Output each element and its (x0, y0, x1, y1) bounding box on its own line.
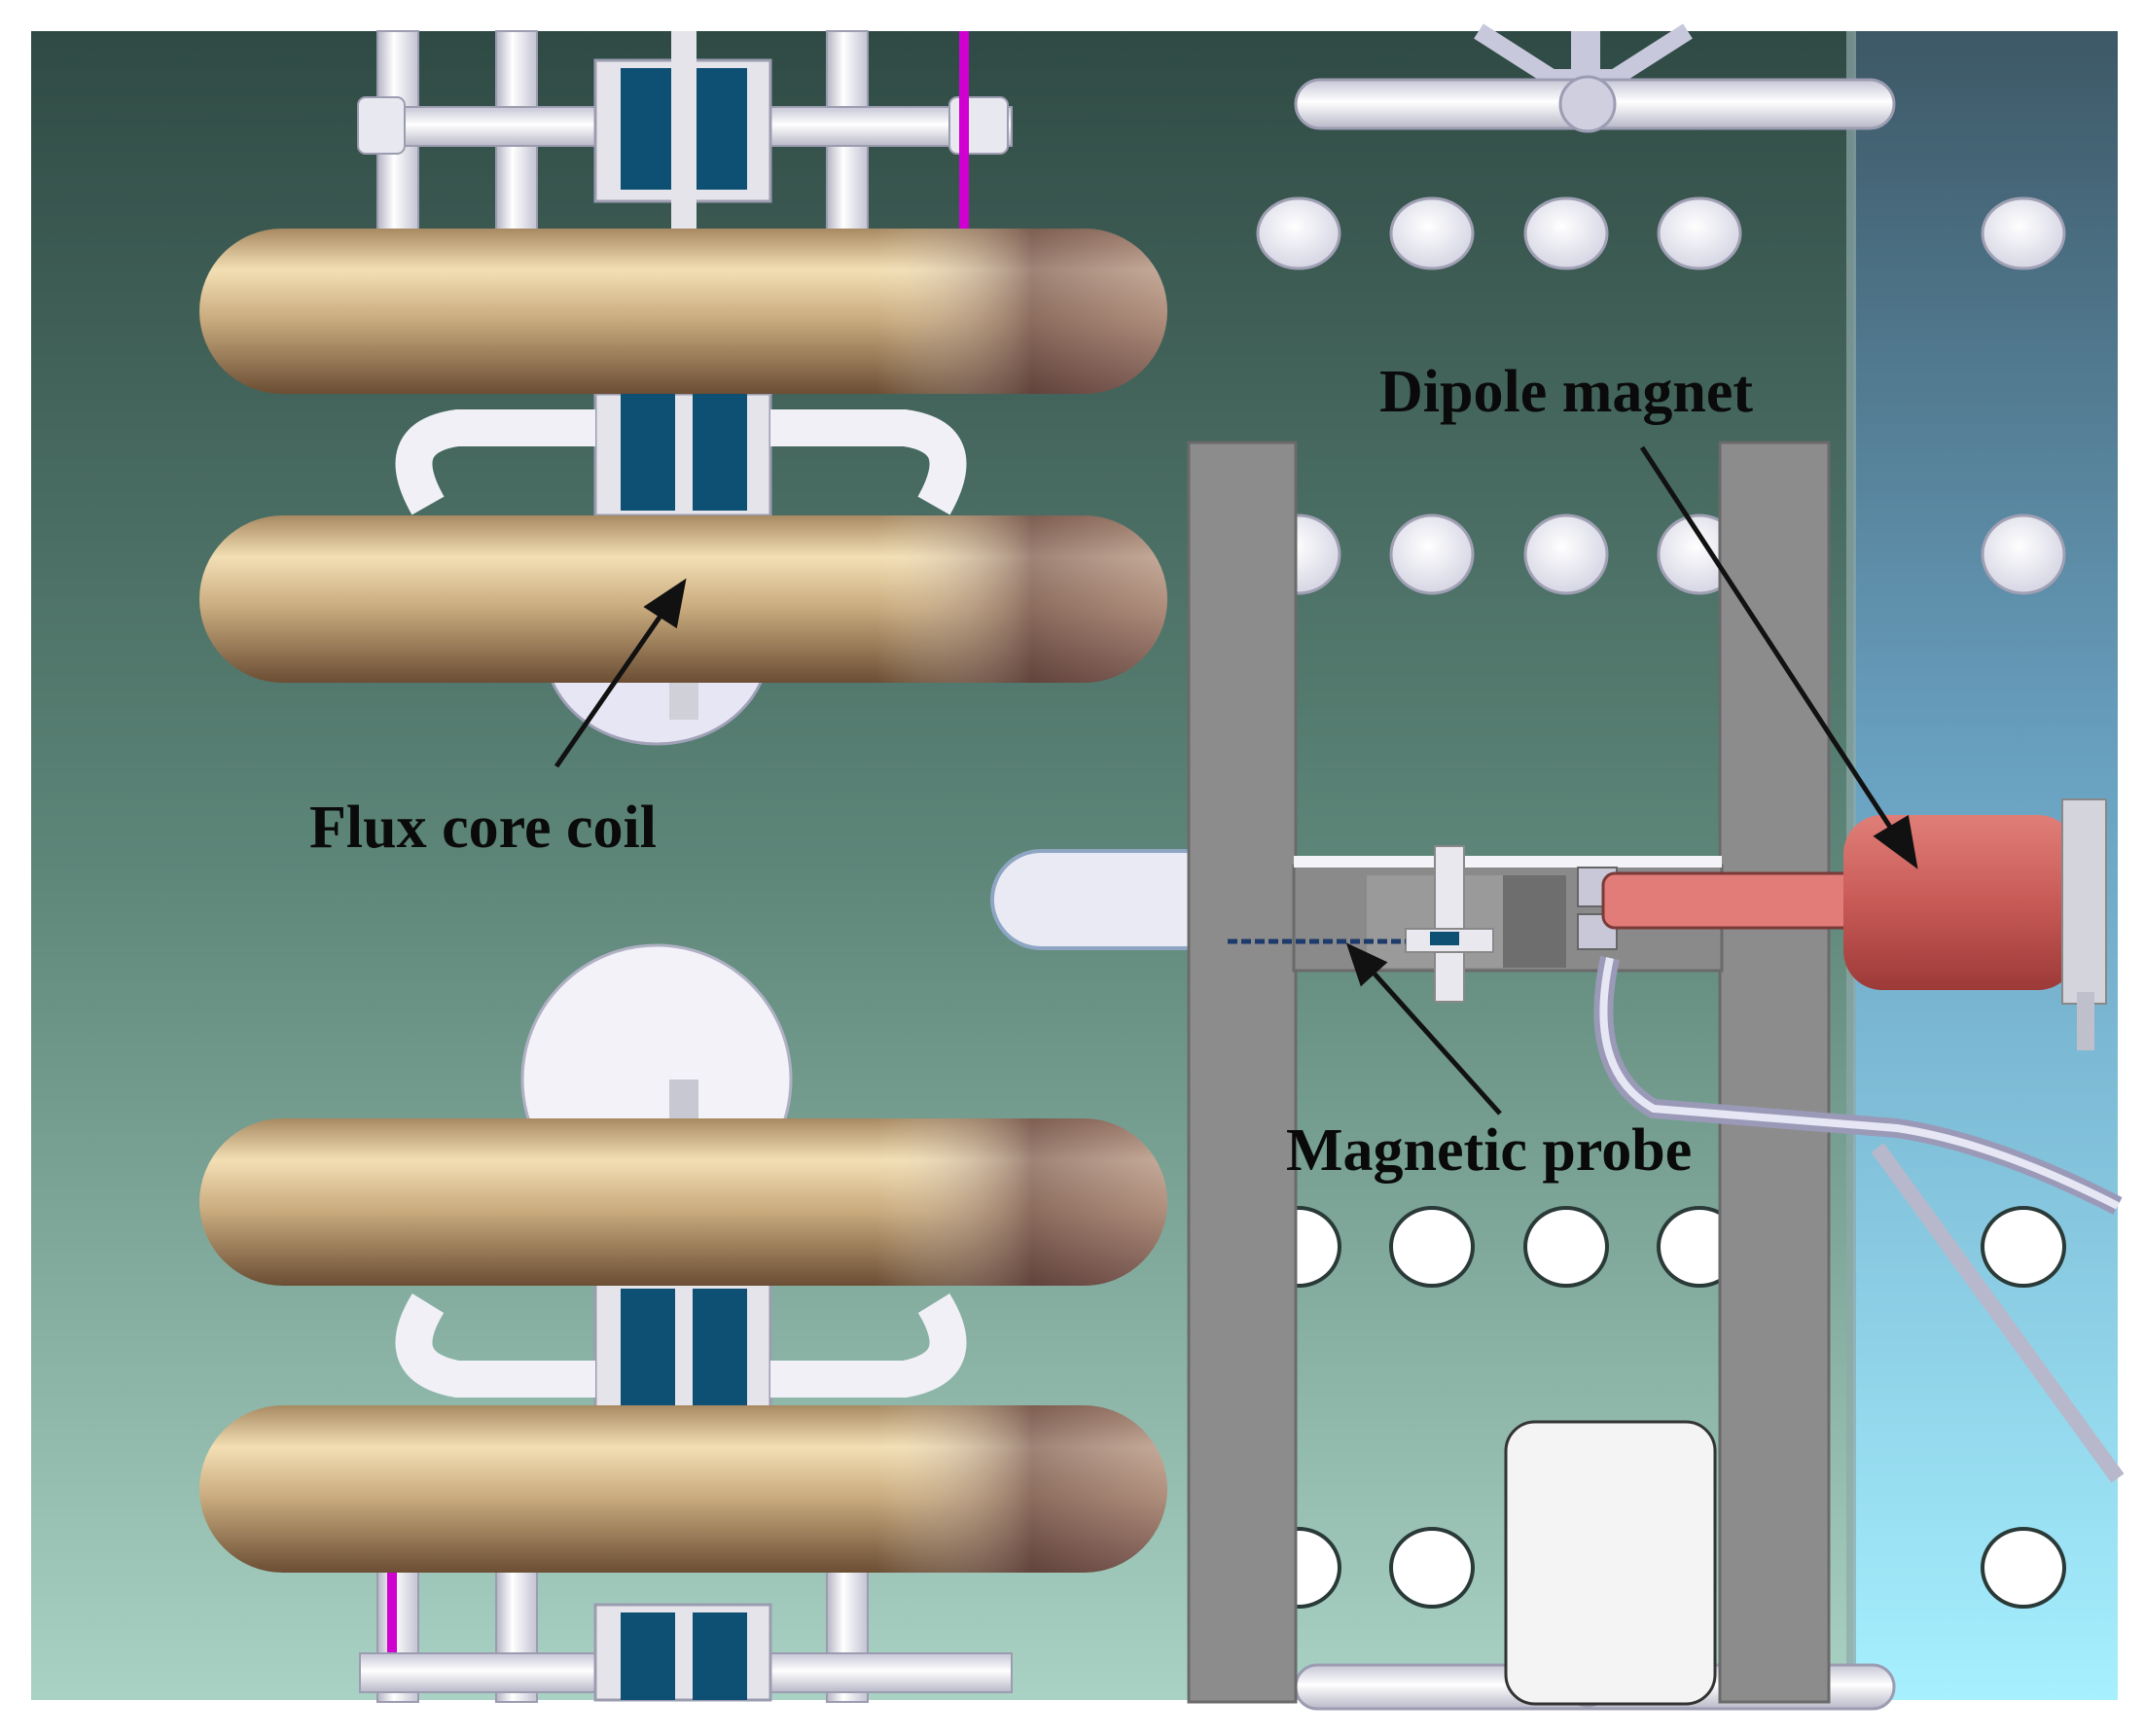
port-disk (1256, 196, 1341, 270)
label-dipole-magnet: Dipole magnet (1379, 359, 1754, 425)
window-opening (1504, 1420, 1717, 1706)
flux-core-blue-block (621, 1289, 675, 1415)
port-hole (1981, 1206, 2066, 1288)
port-hole (1981, 1527, 2066, 1609)
diagonal-strut (1871, 1143, 2125, 1483)
port-disks (1256, 196, 2066, 1609)
flux-core-blue-block (621, 68, 675, 190)
flux-core-blue-block (693, 1289, 747, 1415)
top-bracket (1294, 23, 1896, 133)
port-disk (1523, 196, 1609, 270)
flux-core-blue-block (693, 68, 747, 190)
port-disk (1523, 514, 1609, 595)
port-disk (1657, 196, 1742, 270)
arrowhead (1873, 814, 1918, 869)
toroidal-coil-4 (199, 1405, 1167, 1573)
toroidal-coil-3 (199, 1118, 1167, 1286)
arrow-magnetic-probe (1370, 969, 1502, 1116)
port-hole (1523, 1206, 1609, 1288)
port-hole (1389, 1527, 1475, 1609)
flux-core-blue-block (693, 394, 747, 511)
port-hole (1389, 1206, 1475, 1288)
arrowhead (1345, 942, 1388, 987)
toroidal-coil-2 (199, 515, 1167, 683)
arrow-flux-core-coil (554, 607, 668, 768)
label-flux-core-coil: Flux core coil (309, 795, 657, 861)
port-disk (1981, 514, 2066, 595)
arrowhead (643, 578, 687, 629)
port-disk (1389, 514, 1475, 595)
flux-core-assembly-top (357, 30, 1013, 517)
dipole-magnet (1577, 798, 2107, 1050)
flux-core-blue-block (693, 1612, 747, 1700)
annotation-arrows (554, 445, 1918, 1116)
label-magnetic-probe: Magnetic probe (1286, 1117, 1693, 1184)
port-disk (1981, 196, 2066, 270)
arrow-dipole-magnet (1639, 445, 1898, 836)
toroidal-coil-1 (199, 229, 1167, 394)
flux-core-blue-block (621, 394, 675, 511)
port-disk (1389, 196, 1475, 270)
flux-core-blue-block (621, 1612, 675, 1700)
